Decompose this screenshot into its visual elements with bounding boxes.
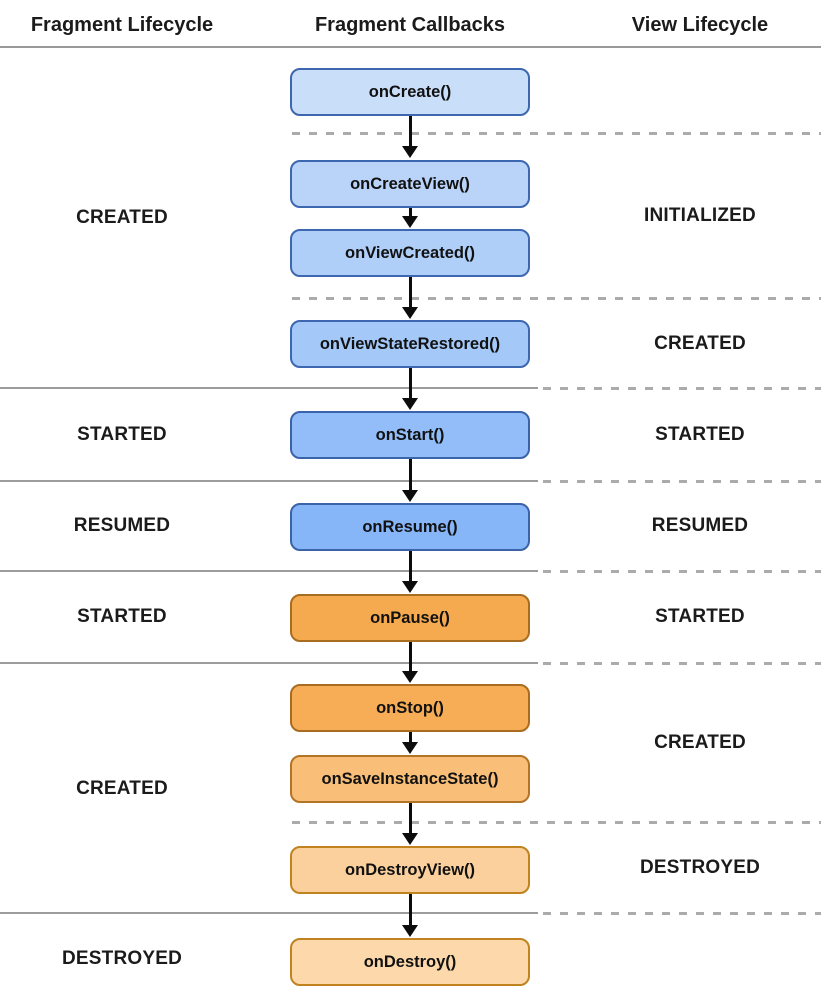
view-state-resumed: RESUMED — [651, 515, 749, 536]
fragment-state-divider — [0, 480, 538, 482]
fragment-state-created: CREATED — [76, 207, 168, 228]
fragment-state-divider — [0, 570, 538, 572]
flow-arrow-line — [408, 277, 412, 309]
flow-arrow-head — [402, 146, 418, 158]
flow-arrow-head — [402, 581, 418, 593]
column-title-fragment-callbacks: Fragment Callbacks — [314, 14, 506, 36]
callback-box-ondestroy: onDestroy() — [290, 938, 530, 986]
flow-arrow-head — [402, 398, 418, 410]
flow-arrow-line — [408, 207, 412, 218]
callback-box-ondestroyview: onDestroyView() — [290, 846, 530, 894]
fragment-state-divider — [0, 662, 538, 664]
flow-arrow-line — [408, 642, 412, 673]
view-state-divider — [292, 297, 821, 300]
view-state-divider — [543, 570, 821, 573]
callback-box-onpause: onPause() — [290, 594, 530, 642]
flow-arrow-line — [408, 893, 412, 927]
view-state-divider — [543, 387, 821, 390]
fragment-state-divider — [0, 912, 538, 914]
flow-arrow-line — [408, 732, 412, 744]
column-title-view-lifecycle: View Lifecycle — [631, 14, 769, 36]
view-state-divider — [292, 821, 821, 824]
flow-arrow-line — [408, 551, 412, 583]
column-title-fragment-lifecycle: Fragment Lifecycle — [30, 14, 214, 36]
fragment-state-started: STARTED — [77, 424, 167, 445]
fragment-state-started-2: STARTED — [77, 606, 167, 627]
callback-box-onviewstaterestored: onViewStateRestored() — [290, 320, 530, 368]
flow-arrow-head — [402, 742, 418, 754]
view-state-started: STARTED — [655, 424, 745, 445]
flow-arrow-head — [402, 307, 418, 319]
callback-box-onstart: onStart() — [290, 411, 530, 459]
flow-arrow-head — [402, 490, 418, 502]
callback-box-onviewcreated: onViewCreated() — [290, 229, 530, 277]
view-state-divider — [292, 132, 821, 135]
flow-arrow-line — [408, 116, 412, 148]
view-state-divider — [543, 480, 821, 483]
flow-arrow-head — [402, 833, 418, 845]
flow-arrow-head — [402, 216, 418, 228]
header-divider — [0, 46, 821, 48]
callback-box-oncreateview: onCreateView() — [290, 160, 530, 208]
fragment-state-divider — [0, 387, 538, 389]
view-state-divider — [543, 912, 821, 915]
callback-box-onsaveinstancestate: onSaveInstanceState() — [290, 755, 530, 803]
callback-box-onstop: onStop() — [290, 684, 530, 732]
flow-arrow-line — [408, 368, 412, 400]
fragment-state-created-2: CREATED — [76, 778, 168, 799]
callback-box-onresume: onResume() — [290, 503, 530, 551]
flow-arrow-head — [402, 925, 418, 937]
fragment-state-resumed: RESUMED — [73, 515, 171, 536]
view-state-created-2: CREATED — [654, 732, 746, 753]
flow-arrow-line — [408, 459, 412, 491]
view-state-destroyed: DESTROYED — [639, 857, 761, 878]
view-state-started-2: STARTED — [655, 606, 745, 627]
flow-arrow-head — [402, 671, 418, 683]
view-state-created: CREATED — [654, 333, 746, 354]
flow-arrow-line — [408, 802, 412, 835]
fragment-state-destroyed: DESTROYED — [61, 948, 183, 969]
callback-box-oncreate: onCreate() — [290, 68, 530, 116]
view-state-divider — [543, 662, 821, 665]
view-state-initialized: INITIALIZED — [644, 205, 756, 226]
